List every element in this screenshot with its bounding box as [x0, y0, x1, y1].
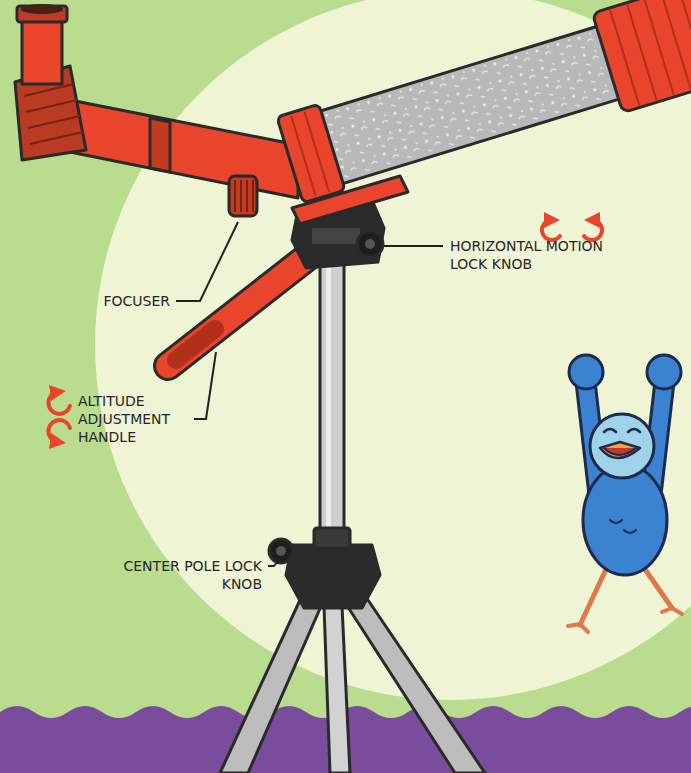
tripod [220, 240, 485, 773]
eyepiece-assembly [15, 5, 298, 216]
telescope-tube [275, 0, 691, 210]
part-label: FOCUSER [60, 292, 170, 310]
part-label: HORIZONTAL MOTION LOCK KNOB [450, 237, 630, 273]
part-label: ALTITUDE ADJUSTMENT HANDLE [78, 392, 190, 446]
backdrop-circle [95, 0, 691, 700]
bird-mascot [568, 355, 682, 632]
altitude-handle [168, 255, 310, 366]
part-label: CENTER POLE LOCK KNOB [122, 557, 262, 593]
leader-lines [176, 222, 443, 566]
